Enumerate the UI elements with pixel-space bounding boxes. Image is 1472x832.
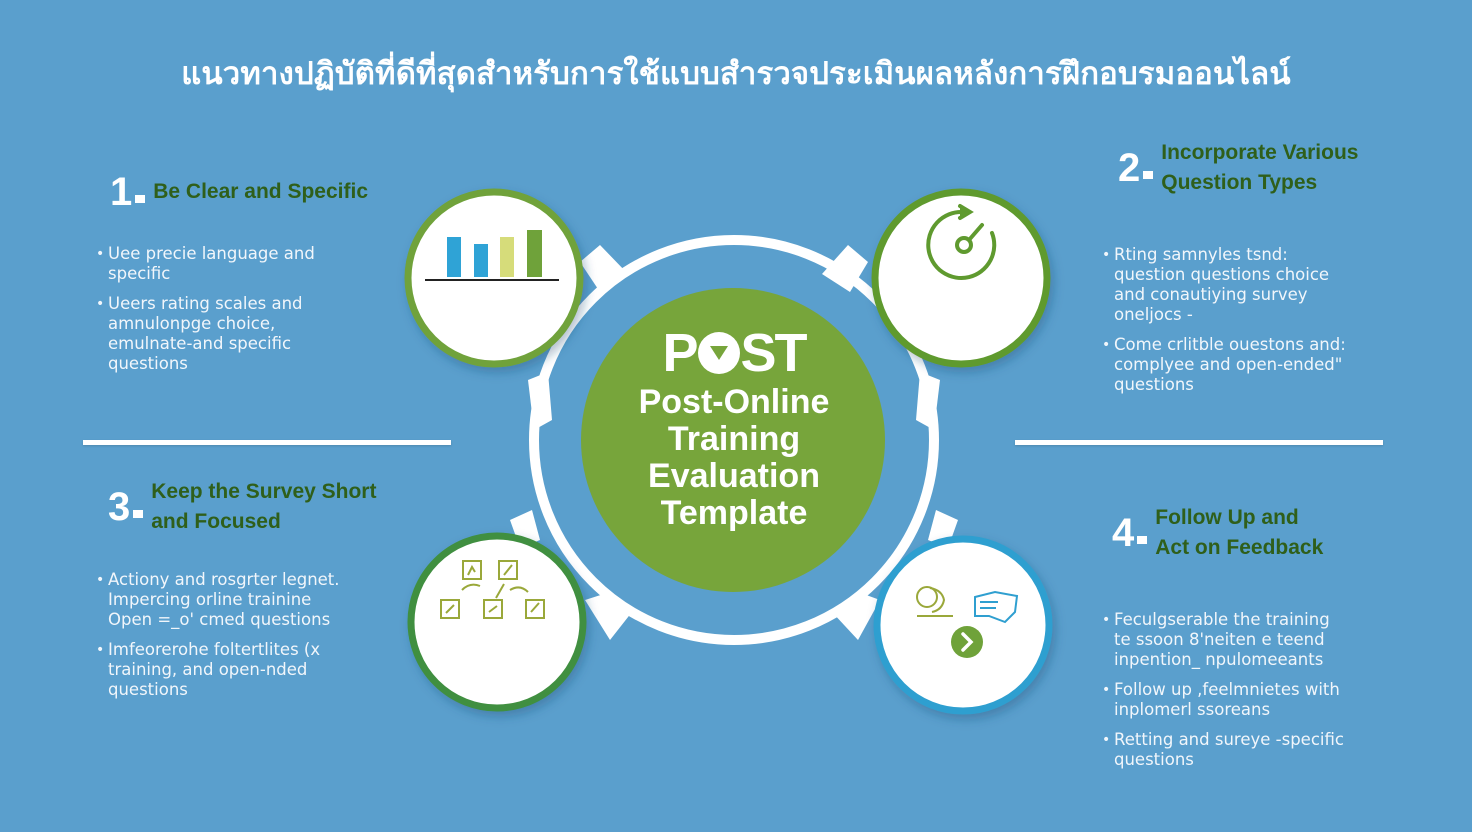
- bullet-item: Follow up ,feelmnietes with inplomerl ss…: [1102, 680, 1412, 720]
- bar-chart-icon: [425, 230, 559, 281]
- bullet-item: Come crlitble ouestons and: complyee and…: [1102, 335, 1402, 395]
- bullet-item: Feculgserable the training te ssoon 8'ne…: [1102, 610, 1412, 670]
- step-dot: [133, 510, 144, 518]
- bullet-item: Imfeorerohe foltertlites (x training, an…: [96, 640, 406, 700]
- bullet-item: Actiony and rosgrter legnet. Impercing o…: [96, 570, 406, 630]
- icon-circle-1: [404, 188, 584, 368]
- location-pin-icon: [697, 332, 740, 374]
- step-1-heading: 1 Be Clear and Specific: [110, 172, 368, 212]
- page-title: แนวทางปฏิบัติที่ดีที่สุดสำหรับการใช้แบบส…: [181, 56, 1291, 92]
- step-title: Incorporate Various Question Types: [1161, 141, 1359, 194]
- step-4-heading: 4 Follow Up and Act on Feedback: [1112, 503, 1323, 563]
- step-number: 2: [1118, 146, 1141, 190]
- step-title: Follow Up and Act on Feedback: [1155, 506, 1324, 559]
- step-dot: [135, 195, 146, 203]
- play-arrow-icon: [951, 626, 983, 658]
- center-line-1: Post-Online: [638, 383, 830, 421]
- timer-refresh-icon: [926, 204, 997, 280]
- step-dot: [1137, 536, 1148, 544]
- step-title: Be Clear and Specific: [153, 180, 368, 203]
- step-title: Keep the Survey Short and Focused: [151, 480, 377, 533]
- step-2-bullets: Rting samnyles tsnd: question questions …: [1102, 245, 1402, 405]
- feedback-handshake-icon: [916, 586, 1019, 658]
- icon-circle-3: [407, 532, 587, 712]
- center-line-4: Template: [660, 494, 808, 532]
- divider-right: [1015, 440, 1383, 445]
- bullet-item: Rting samnyles tsnd: question questions …: [1102, 245, 1402, 325]
- bullet-item: Retting and sureye -specific questions: [1102, 730, 1412, 770]
- step-3-bullets: Actiony and rosgrter legnet. Impercing o…: [96, 570, 406, 710]
- step-dot: [1143, 171, 1154, 179]
- step-2-heading: 2 Incorporate Various Question Types: [1118, 138, 1358, 198]
- center-line-2: Training: [667, 420, 801, 458]
- center-circle: [581, 288, 885, 592]
- step-number: 1: [110, 170, 133, 214]
- checklist-flow-icon: [440, 560, 545, 619]
- step-4-bullets: Feculgserable the training te ssoon 8'ne…: [1102, 610, 1412, 780]
- step-1-bullets: Uee precie language and specific Ueers r…: [96, 244, 396, 384]
- divider-left: [83, 440, 451, 445]
- center-line-3: Evaluation: [648, 457, 820, 495]
- step-3-heading: 3 Keep the Survey Short and Focused: [108, 477, 376, 537]
- step-number: 4: [1112, 511, 1135, 555]
- bullet-item: Uee precie language and specific: [96, 244, 396, 284]
- icon-circle-4: [873, 535, 1053, 715]
- step-number: 3: [108, 485, 131, 529]
- bullet-item: Ueers rating scales and amnulonpge choic…: [96, 294, 396, 374]
